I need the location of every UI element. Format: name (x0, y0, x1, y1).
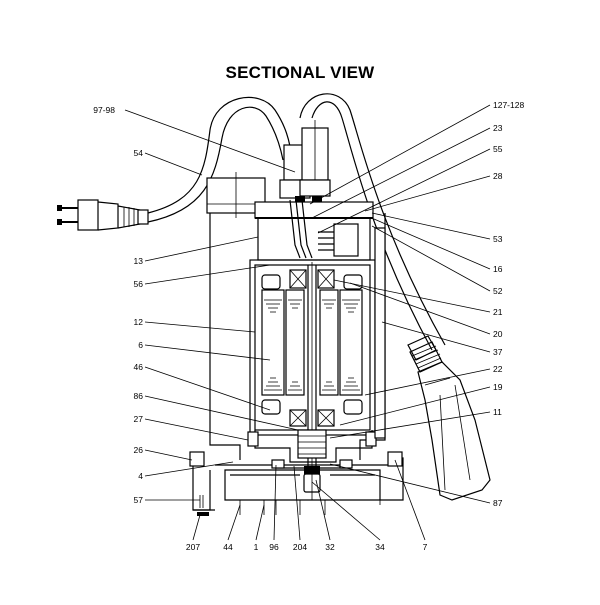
diagram-title: SECTIONAL VIEW (225, 63, 375, 82)
label-46: 46 (134, 362, 144, 372)
power-cable (147, 96, 293, 223)
label-96: 96 (269, 542, 279, 552)
label-54: 54 (134, 148, 144, 158)
label-16: 16 (493, 264, 503, 274)
pump-body (189, 199, 404, 516)
label-97-98: 97-98 (93, 105, 115, 115)
plug (57, 199, 149, 231)
label-44: 44 (223, 542, 233, 552)
float-cable (299, 93, 446, 351)
label-22: 22 (493, 364, 503, 374)
label-4: 4 (138, 471, 143, 481)
label-86: 86 (134, 391, 144, 401)
label-20: 20 (493, 329, 503, 339)
leader-lines (124, 104, 491, 541)
label-11: 11 (493, 407, 502, 417)
label-7: 7 (423, 542, 428, 552)
label-34: 34 (375, 542, 385, 552)
label-12: 12 (134, 317, 144, 327)
label-21: 21 (493, 307, 503, 317)
label-87: 87 (493, 498, 503, 508)
label-6: 6 (138, 340, 143, 350)
label-27: 27 (134, 414, 144, 424)
label-1: 1 (254, 542, 259, 552)
cable-glands (279, 120, 331, 204)
label-37: 37 (493, 347, 503, 357)
label-56: 56 (134, 279, 144, 289)
label-57: 57 (134, 495, 144, 505)
label-204: 204 (293, 542, 307, 552)
part-labels: 97-98 54 13 56 12 6 46 86 27 26 4 57 127… (93, 100, 524, 552)
label-32: 32 (325, 542, 335, 552)
label-19: 19 (493, 382, 503, 392)
label-28: 28 (493, 171, 503, 181)
label-127-128: 127-128 (493, 100, 524, 110)
label-23: 23 (493, 123, 503, 133)
float-switch (407, 335, 491, 501)
label-53: 53 (493, 234, 503, 244)
label-55: 55 (493, 144, 503, 154)
label-26: 26 (134, 445, 144, 455)
label-207: 207 (186, 542, 200, 552)
label-13: 13 (134, 256, 144, 266)
label-52: 52 (493, 286, 503, 296)
